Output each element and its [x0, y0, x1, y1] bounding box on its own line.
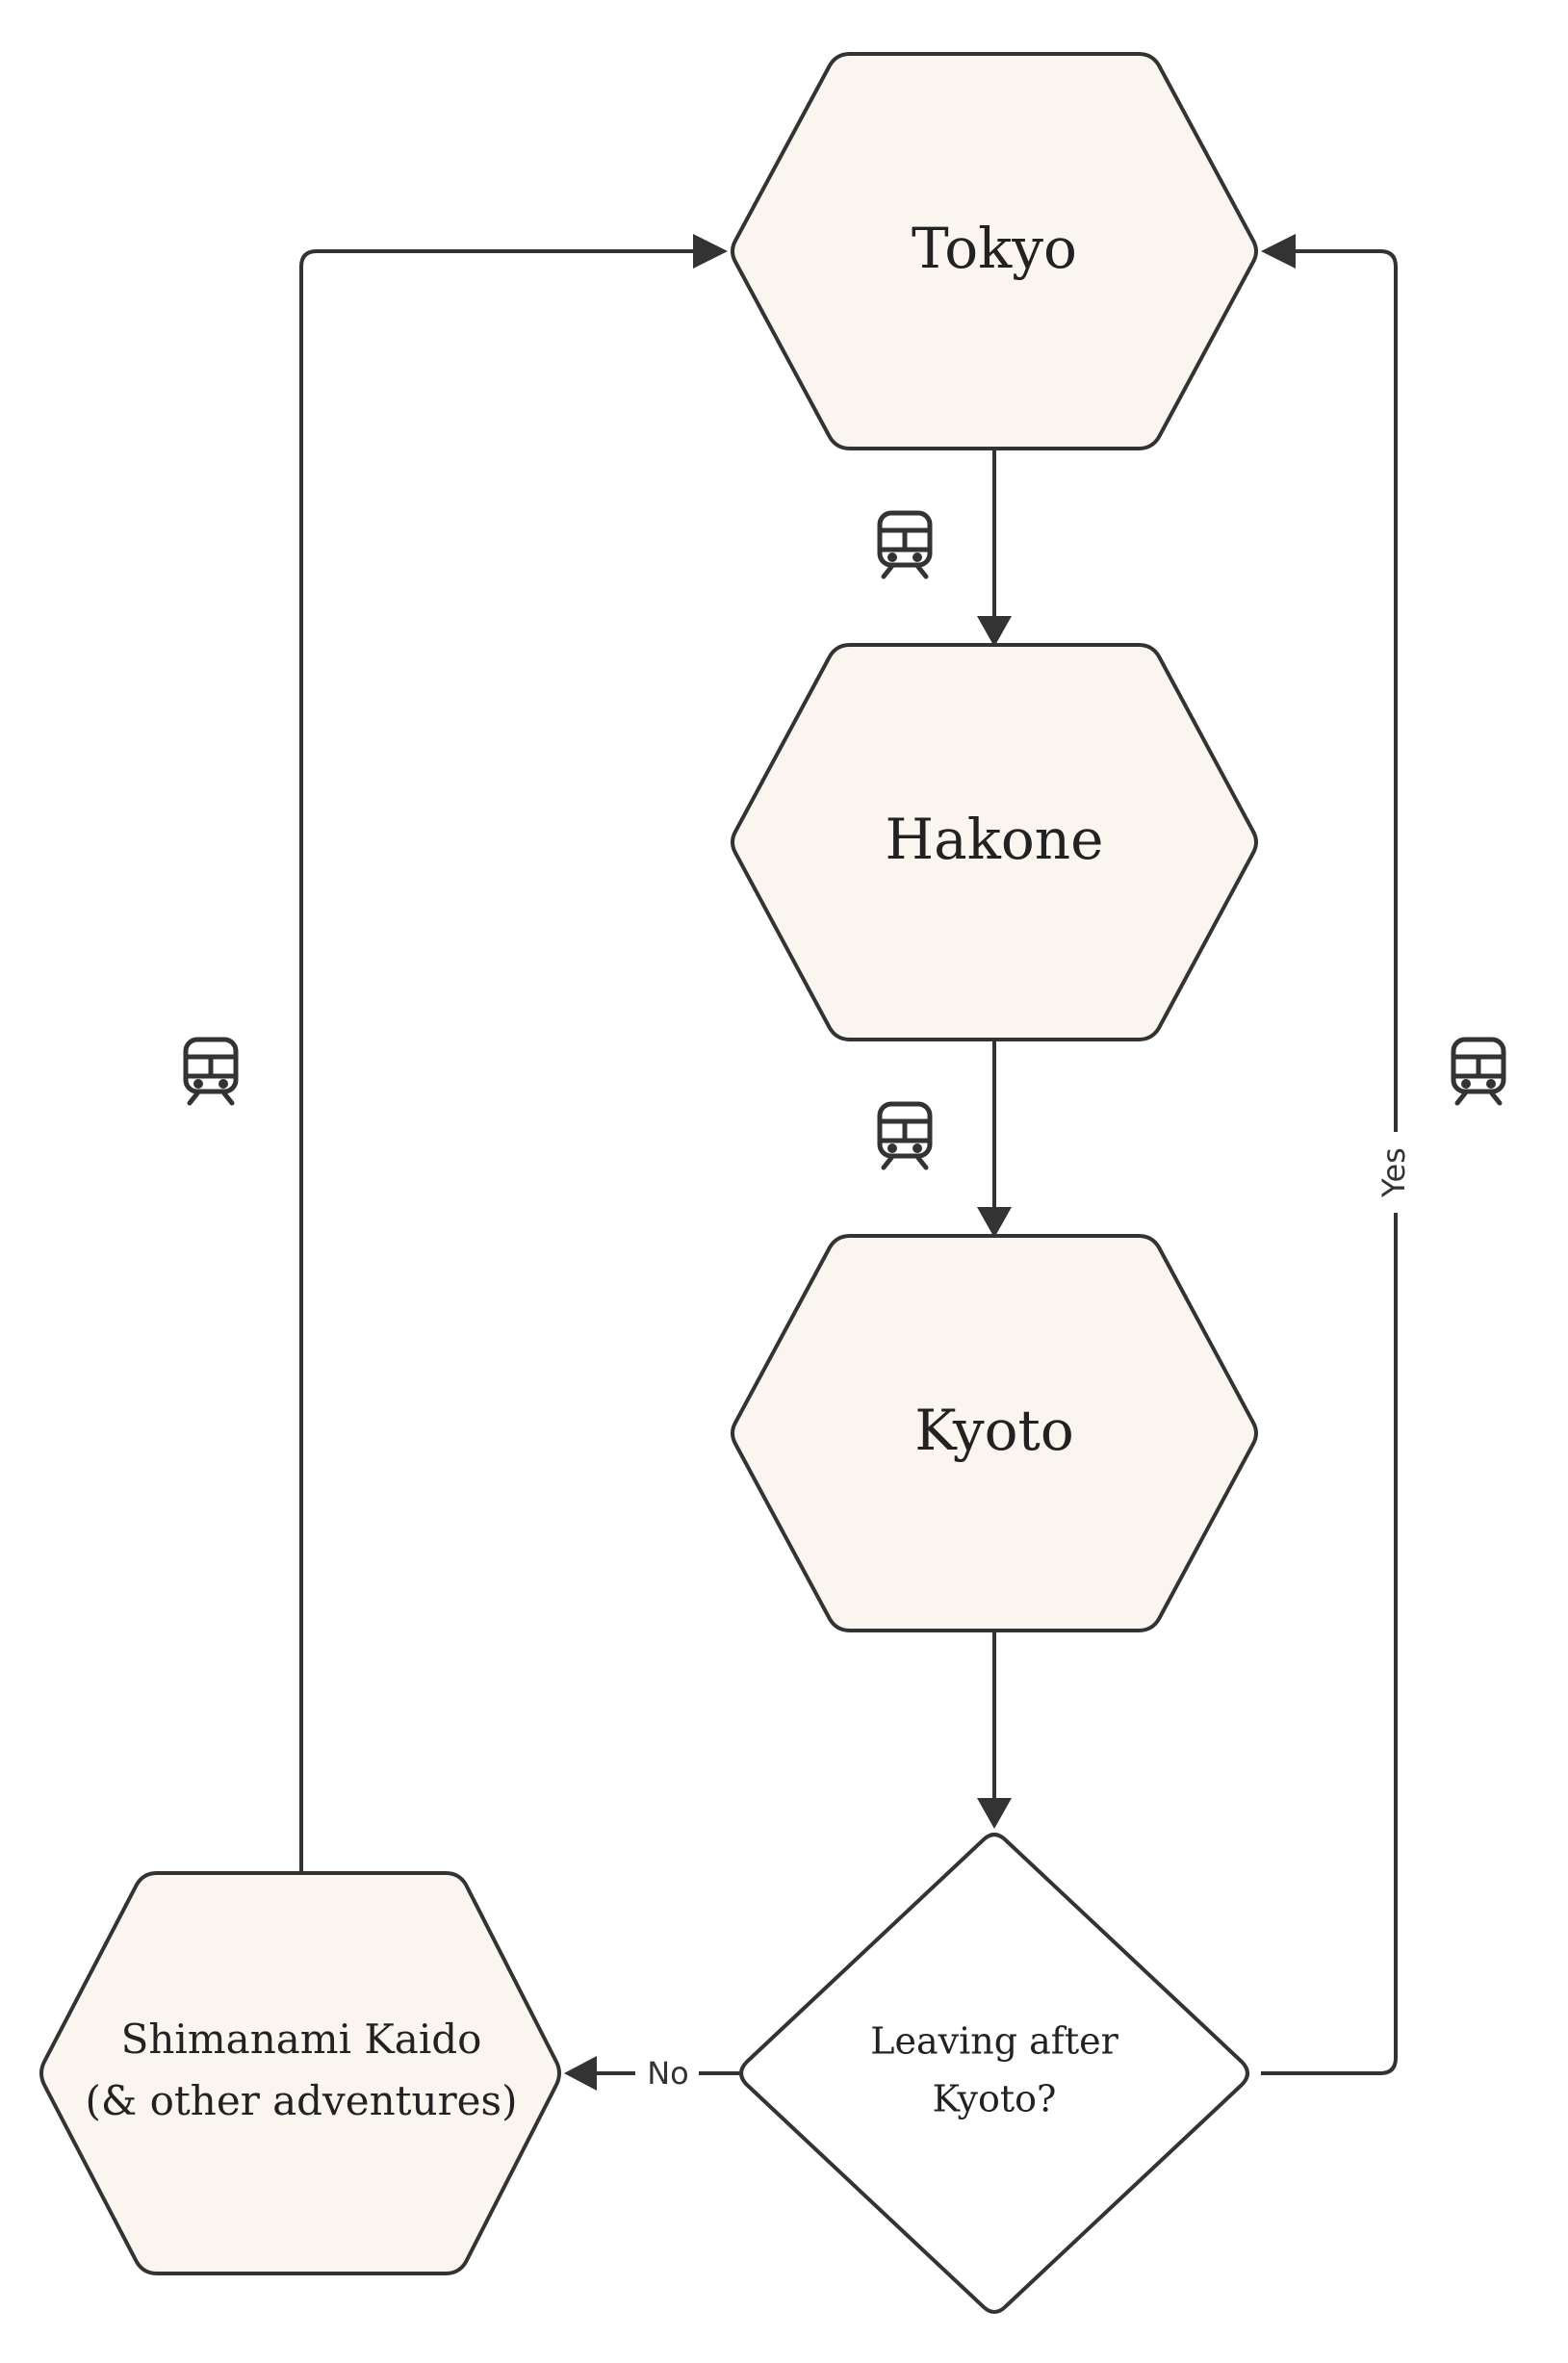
train-icon — [880, 1104, 930, 1168]
edge-tokyo-hakone — [977, 449, 1012, 647]
edge-hakone-kyoto — [977, 1041, 1012, 1238]
node-shimanami: Shimanami Kaido (& other adventures) — [39, 1871, 561, 2275]
edge-label-yes: Yes — [1375, 1132, 1417, 1213]
train-icon — [186, 1040, 236, 1103]
train-icon — [1453, 1040, 1504, 1103]
node-kyoto-label: Kyoto — [914, 1398, 1074, 1463]
node-hakone: Hakone — [731, 643, 1258, 1041]
edge-label-yes-text: Yes — [1375, 1147, 1412, 1198]
node-tokyo: Tokyo — [731, 52, 1258, 450]
node-tokyo-label: Tokyo — [912, 216, 1077, 281]
node-decision: Leaving after Kyoto? — [739, 1833, 1249, 2314]
shimanami-label-line2: (& other adventures) — [86, 2077, 518, 2124]
node-hakone-label: Hakone — [886, 807, 1104, 872]
shimanami-label-line1: Shimanami Kaido — [121, 2016, 482, 2063]
edge-shimanami-tokyo — [299, 234, 728, 1873]
train-icon — [880, 513, 930, 577]
node-kyoto: Kyoto — [731, 1234, 1258, 1632]
edge-kyoto-decision — [977, 1632, 1012, 1829]
decision-label-line1: Leaving after — [870, 2020, 1118, 2063]
edge-label-no-text: No — [647, 2055, 689, 2092]
decision-label-line2: Kyoto? — [933, 2078, 1057, 2120]
edge-label-no: No — [635, 2052, 699, 2094]
